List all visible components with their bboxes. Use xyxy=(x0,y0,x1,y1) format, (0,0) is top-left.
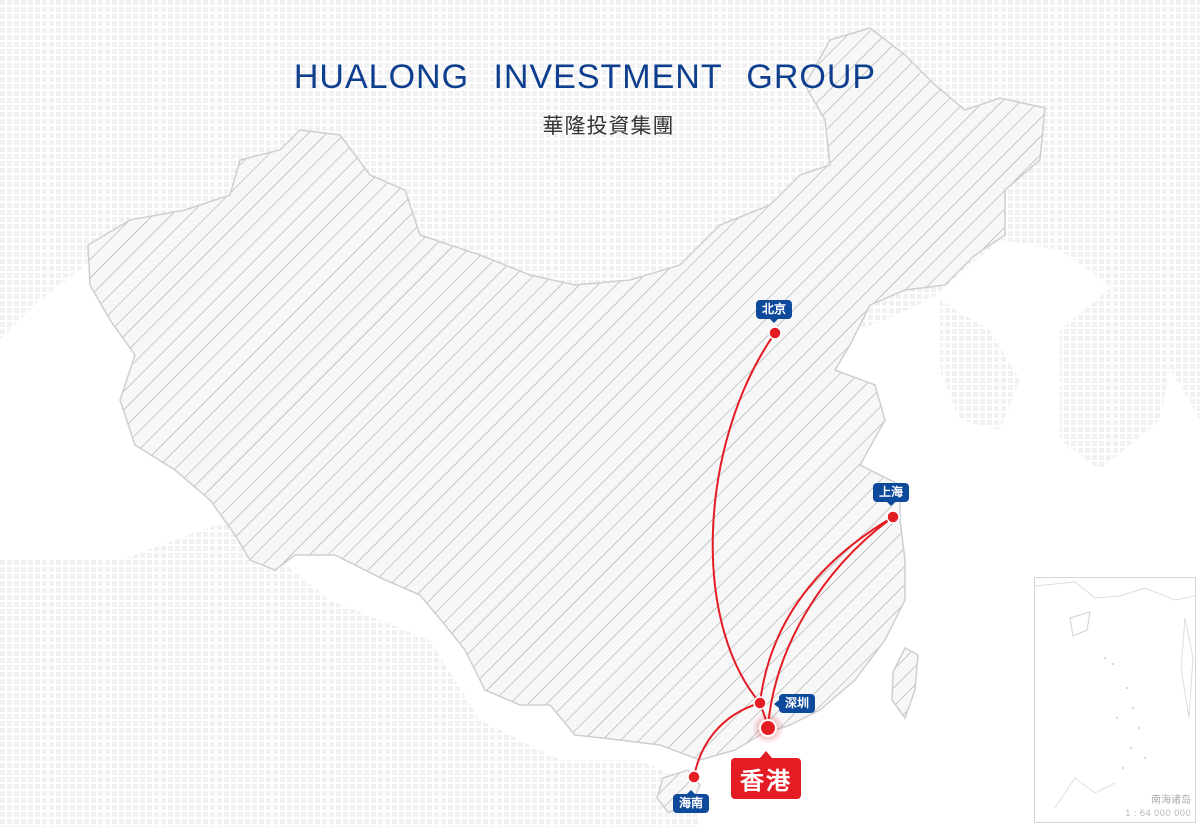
city-markers xyxy=(687,326,900,784)
route-lines xyxy=(693,332,894,778)
inset-label: 南海诸岛 xyxy=(1151,795,1191,806)
title-english: HUALONG INVESTMENT GROUP xyxy=(293,58,877,96)
hainan-label: 海南 xyxy=(673,790,710,813)
china-mainland-shape xyxy=(87,27,1046,761)
south-china-sea-inset: 南海诸岛 1 : 64 000 000 xyxy=(1034,577,1196,823)
route-beijing-shenzhen xyxy=(711,332,776,704)
route-shanghai-hongkong xyxy=(767,516,894,727)
inset-map xyxy=(1034,581,1196,809)
shenzhen-label: 深圳 xyxy=(773,694,816,713)
hongkong-dot xyxy=(759,719,777,737)
title-chinese: 華隆投資集團 xyxy=(542,114,675,138)
shanghai-dot xyxy=(886,510,900,524)
shenzhen-dot xyxy=(753,696,767,710)
beijing-label: 北京 xyxy=(756,300,793,323)
hongkong-label: 香港 xyxy=(731,751,801,799)
route-shanghai-shenzhen xyxy=(759,516,894,704)
route-shenzhen-hainan xyxy=(693,702,761,778)
hainan-dot xyxy=(687,770,701,784)
shanghai-label: 上海 xyxy=(873,483,910,506)
beijing-dot xyxy=(768,326,782,340)
taiwan-shape xyxy=(891,646,919,720)
inset-scale: 1 : 64 000 000 xyxy=(1124,809,1191,819)
